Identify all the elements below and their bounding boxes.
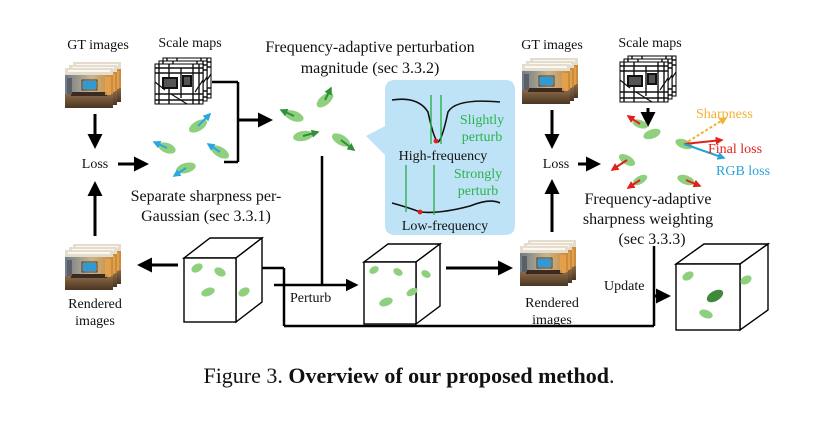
rendered-right-label-1: Rendered bbox=[525, 296, 579, 311]
perturb-label: Perturb bbox=[290, 291, 332, 306]
rgb-loss-legend-label: RGB loss bbox=[716, 164, 771, 179]
scale-maps-right-label: Scale maps bbox=[618, 36, 682, 51]
slightly-perturb-label-2: perturb bbox=[461, 130, 503, 145]
gt-images-left-thumbnail bbox=[65, 62, 121, 108]
figure-caption: Figure 3. Overview of our proposed metho… bbox=[0, 362, 818, 390]
gt-images-right-label: GT images bbox=[521, 38, 583, 53]
cube-left bbox=[181, 236, 265, 324]
update-label: Update bbox=[604, 279, 645, 294]
rendered-left-label-2: images bbox=[75, 314, 115, 329]
sharpness-legend-label: Sharpness bbox=[696, 107, 753, 122]
caption-suffix: . bbox=[609, 363, 615, 388]
gaussians-separate-sharpness bbox=[152, 112, 230, 177]
separate-sharpness-label-1: Separate sharpness per- bbox=[130, 188, 282, 205]
scale-maps-left-label: Scale maps bbox=[158, 36, 222, 51]
strongly-perturb-label-2: perturb bbox=[457, 184, 499, 199]
separate-sharpness-label-2: Gaussian (sec 3.3.1) bbox=[141, 208, 271, 225]
scale-maps-right-thumbnail bbox=[620, 56, 676, 102]
loss-right-label: Loss bbox=[542, 157, 570, 172]
gt-images-left-label: GT images bbox=[67, 38, 129, 53]
rendered-right-label-2: images bbox=[532, 313, 572, 328]
final-loss-legend-label: Final loss bbox=[708, 142, 763, 157]
frequency-bubble bbox=[366, 80, 515, 235]
rendered-left-label-1: Rendered bbox=[68, 297, 122, 312]
low-frequency-label: Low-frequency bbox=[401, 219, 489, 234]
gt-images-right-thumbnail bbox=[522, 58, 578, 104]
freq-weighting-label-1: Frequency-adaptive bbox=[584, 191, 712, 208]
caption-bold: Overview of our proposed method bbox=[288, 363, 610, 388]
low-frequency-curve bbox=[391, 200, 501, 214]
strongly-perturb-label-1: Strongly bbox=[453, 167, 503, 182]
low-frequency-point bbox=[417, 209, 423, 215]
high-frequency-point bbox=[433, 138, 439, 144]
freq-perturbation-label-1: Frequency-adaptive perturbation bbox=[265, 39, 475, 56]
loss-left-label: Loss bbox=[81, 157, 109, 172]
gaussians-perturbation bbox=[279, 86, 356, 151]
high-frequency-label: High-frequency bbox=[398, 149, 488, 164]
cube-right bbox=[673, 242, 771, 332]
freq-weighting-label-3: (sec 3.3.3) bbox=[618, 231, 686, 248]
rendered-images-right-thumbnail bbox=[520, 240, 576, 286]
rendered-images-left-thumbnail bbox=[65, 244, 121, 290]
slightly-perturb-label-1: Slightly bbox=[459, 113, 505, 128]
freq-perturbation-label-2: magnitude (sec 3.3.2) bbox=[300, 60, 440, 77]
gaussians-weighting bbox=[610, 115, 728, 189]
cube-middle bbox=[361, 242, 443, 326]
caption-prefix: Figure 3. bbox=[203, 363, 289, 388]
freq-weighting-label-2: sharpness weighting bbox=[582, 211, 714, 228]
scale-maps-left-thumbnail bbox=[155, 58, 211, 104]
